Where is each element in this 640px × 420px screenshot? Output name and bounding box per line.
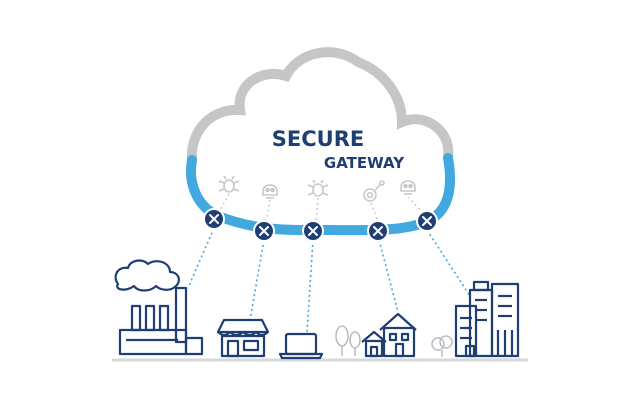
threat-stems — [218, 193, 425, 223]
blocked-x-icon — [253, 220, 275, 242]
cloud-outline-bottom — [186, 153, 455, 236]
blocked-x-icon — [416, 210, 438, 232]
skull-icon — [400, 180, 416, 195]
factory-icon — [114, 259, 204, 356]
connection-lines — [187, 227, 471, 333]
title-gateway: GATEWAY — [324, 154, 405, 172]
skull-icon — [262, 184, 278, 199]
laptop-icon — [278, 332, 324, 360]
storefront-icon — [216, 318, 270, 358]
tree-icon — [431, 335, 453, 357]
house-icon — [361, 312, 417, 358]
blocked-x-icon — [367, 220, 389, 242]
tree-icon — [335, 325, 361, 356]
blocked-x-icon — [203, 208, 225, 230]
cloud-outline-top — [186, 47, 454, 165]
bug-icon — [218, 175, 240, 193]
blocked-x-icon — [302, 220, 324, 242]
office-buildings-icon — [454, 280, 520, 358]
title-secure: SECURE — [272, 127, 364, 151]
bug-icon — [307, 179, 329, 197]
virus-target-icon — [363, 180, 385, 202]
